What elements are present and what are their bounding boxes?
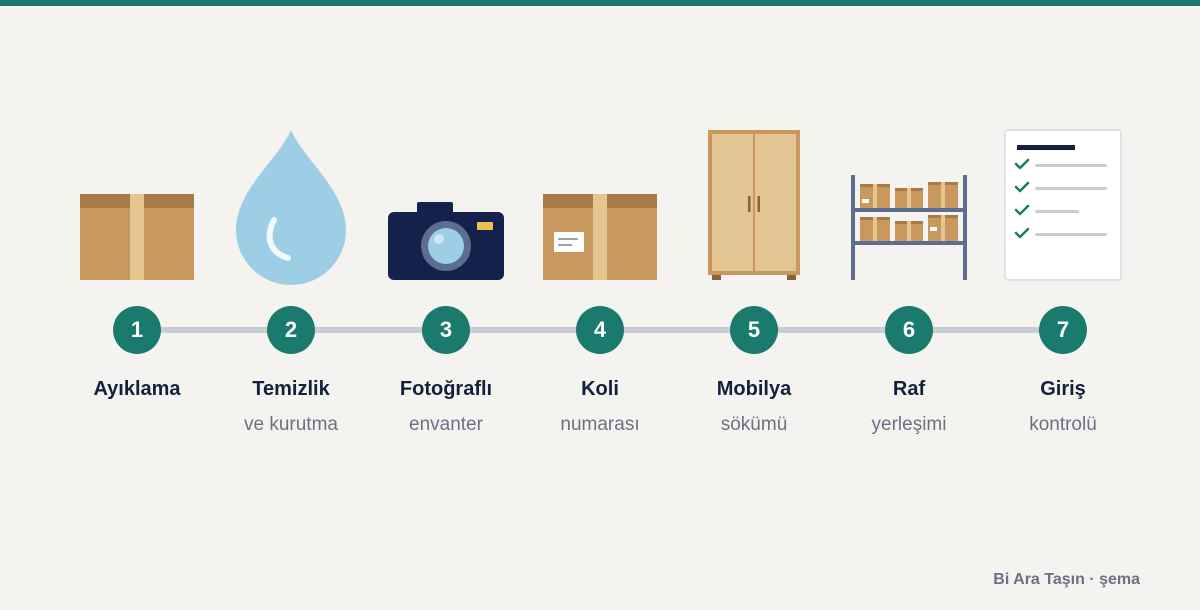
step-subtitle: numarası bbox=[560, 414, 640, 435]
top-accent-bar bbox=[0, 0, 1200, 6]
step-2: 2 Temizlik ve kurutma bbox=[206, 0, 376, 610]
step-subtitle: kontrolü bbox=[1029, 414, 1097, 435]
step-subtitle: ve kurutma bbox=[244, 414, 338, 435]
step-title: Giriş bbox=[1040, 378, 1086, 400]
camera-icon bbox=[361, 120, 531, 285]
step-number: 1 bbox=[113, 306, 161, 354]
step-number: 2 bbox=[267, 306, 315, 354]
step-number: 4 bbox=[576, 306, 624, 354]
step-6: 6 Raf yerleşimi bbox=[824, 0, 994, 610]
step-subtitle: envanter bbox=[409, 414, 483, 435]
step-subtitle: yerleşimi bbox=[871, 414, 947, 435]
footer-caption: Bi Ara Taşın · şema bbox=[993, 571, 1140, 588]
step-1: 1 Ayıklama bbox=[52, 0, 222, 610]
step-title: Koli bbox=[581, 378, 619, 400]
step-number: 5 bbox=[730, 306, 778, 354]
step-title: Temizlik bbox=[252, 378, 330, 400]
checklist-icon bbox=[978, 120, 1148, 285]
step-5: 5 Mobilya sökümü bbox=[669, 0, 839, 610]
step-number: 6 bbox=[885, 306, 933, 354]
water-drop-icon bbox=[206, 120, 376, 285]
step-number: 7 bbox=[1039, 306, 1087, 354]
step-title: Ayıklama bbox=[93, 378, 181, 400]
step-subtitle: sökümü bbox=[720, 414, 788, 435]
step-title: Raf bbox=[892, 378, 926, 400]
step-number: 3 bbox=[422, 306, 470, 354]
shelf-icon bbox=[824, 120, 994, 285]
step-7: 7 Giriş kontrolü bbox=[978, 0, 1148, 610]
step-3: 3 Fotoğraflı envanter bbox=[361, 0, 531, 610]
labeled-box-icon bbox=[515, 120, 685, 285]
step-4: 4 Koli numarası bbox=[515, 0, 685, 610]
step-title: Mobilya bbox=[716, 378, 792, 400]
wardrobe-icon bbox=[669, 120, 839, 285]
step-title: Fotoğraflı bbox=[399, 378, 493, 400]
cardboard-box-icon bbox=[52, 120, 222, 285]
